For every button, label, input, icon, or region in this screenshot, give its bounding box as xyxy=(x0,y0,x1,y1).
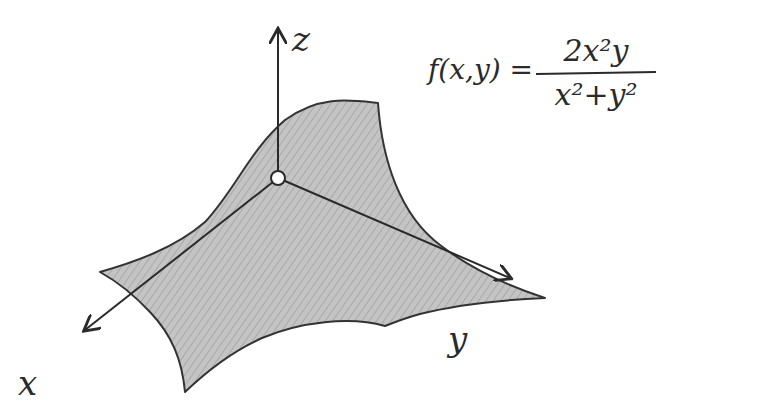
y-axis xyxy=(278,178,510,278)
surface-sheet xyxy=(100,100,545,392)
axis-label: z xyxy=(292,22,310,56)
axis-label: y xyxy=(448,322,467,356)
fraction-denominator: x²+y² xyxy=(554,80,637,110)
origin-marker xyxy=(271,171,285,185)
fraction-numerator: 2x²y xyxy=(564,36,629,66)
x-axis xyxy=(85,178,278,330)
function-name: f(x,y) = xyxy=(428,56,533,84)
z-axis xyxy=(277,30,279,178)
axis-label: x xyxy=(18,366,37,400)
fraction-bar xyxy=(536,72,656,74)
